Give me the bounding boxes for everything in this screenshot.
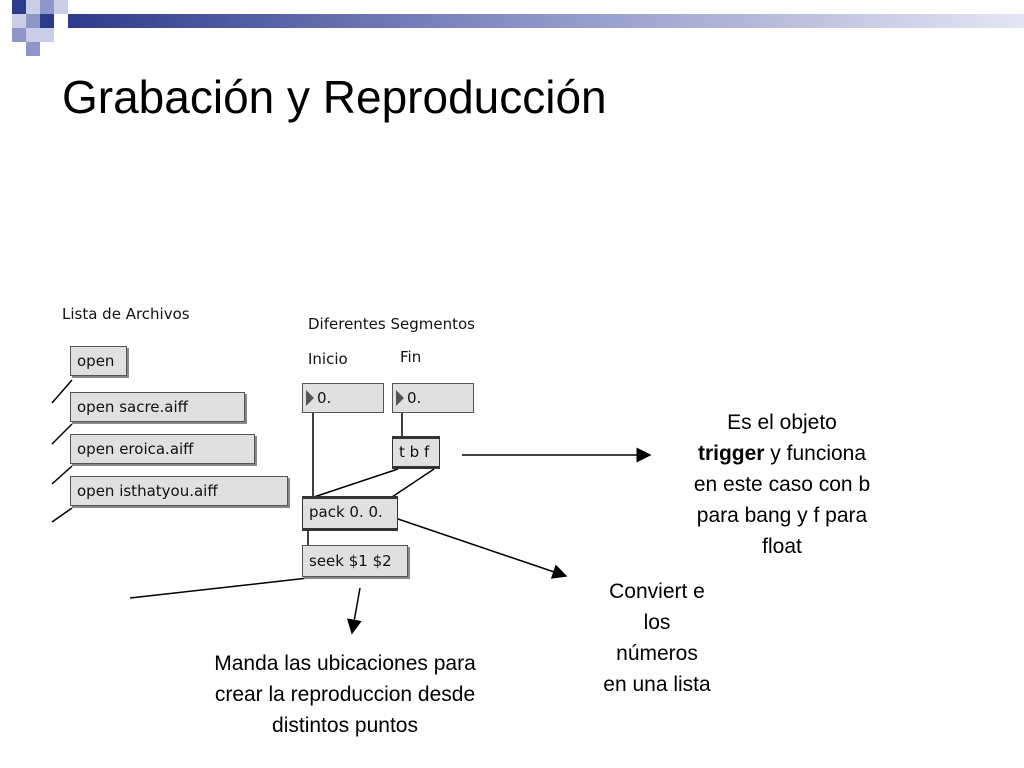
segments-label: Diferentes Segmentos (308, 315, 475, 333)
file-list-label: Lista de Archivos (62, 305, 190, 323)
header-decoration (12, 0, 1024, 56)
end-number-box[interactable]: 0. (392, 383, 474, 413)
open-isthatyou-message[interactable]: open isthatyou.aiff (70, 476, 288, 506)
start-label: Inicio (308, 350, 348, 368)
trigger-note-bold: trigger (697, 442, 765, 465)
pack-object[interactable]: pack 0. 0. (302, 496, 398, 531)
trigger-note-post: y funciona en este caso con b para bang … (693, 442, 871, 558)
trigger-object[interactable]: t b f (392, 436, 440, 469)
trigger-note-pre: Es el objeto (727, 411, 837, 434)
inlet-triangle-icon (306, 390, 314, 406)
trigger-note: Es el objeto trigger y funciona en este … (686, 407, 878, 562)
open-sacre-message[interactable]: open sacre.aiff (70, 392, 245, 422)
open-eroica-message[interactable]: open eroica.aiff (70, 434, 255, 464)
start-number-value: 0. (317, 389, 332, 407)
slide-title: Grabación y Reproducción (62, 71, 607, 123)
start-number-box[interactable]: 0. (302, 383, 384, 413)
seek-note: Manda las ubicaciones para crear la repr… (214, 652, 476, 737)
end-label: Fin (400, 348, 422, 366)
inlet-triangle-icon (396, 390, 404, 406)
pack-note: Conviert e los números en una lista (603, 580, 711, 696)
seek-message[interactable]: seek $1 $2 (302, 545, 408, 577)
end-number-value: 0. (407, 389, 422, 407)
open-message[interactable]: open (70, 346, 127, 376)
